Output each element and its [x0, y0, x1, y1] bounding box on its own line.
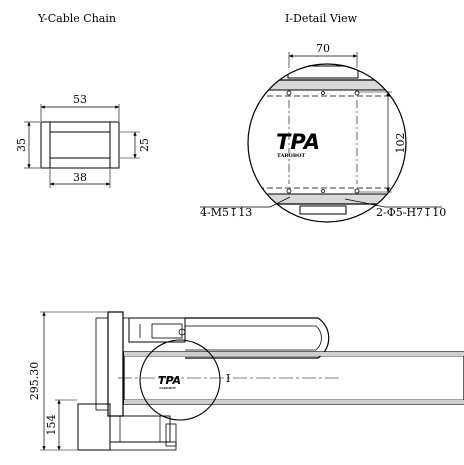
dim-35: 35	[15, 138, 28, 152]
dim-25: 25	[138, 138, 151, 152]
section-marker: I	[226, 372, 230, 385]
svg-text:TPA: TPA	[276, 130, 320, 154]
svg-text:TPA: TPA	[158, 374, 181, 387]
dim-154: 154	[45, 415, 58, 436]
main-view	[40, 311, 464, 451]
detail-view-title: I-Detail View	[285, 12, 358, 25]
dim-38: 38	[73, 171, 87, 184]
svg-text:TAROBOT: TAROBOT	[277, 153, 306, 159]
cable-chain-section	[24, 104, 140, 188]
dim-102: 102	[394, 133, 407, 154]
tpa-logo: TPA TAROBOT	[276, 130, 320, 159]
dim-295-30: 295.30	[28, 362, 41, 401]
dim-53: 53	[73, 93, 87, 106]
main-view-logo: TPA TAROBOT	[158, 374, 181, 390]
detail-view: 70 TPA TAROBOT	[200, 42, 446, 223]
hole-callout-left: 4-M5↧13	[200, 206, 252, 219]
dim-70: 70	[316, 42, 330, 55]
svg-text:TAROBOT: TAROBOT	[159, 386, 177, 390]
cable-chain-title: Y-Cable Chain	[37, 12, 116, 25]
hole-callout-right: 2-Φ5-H7↧10	[376, 206, 446, 219]
